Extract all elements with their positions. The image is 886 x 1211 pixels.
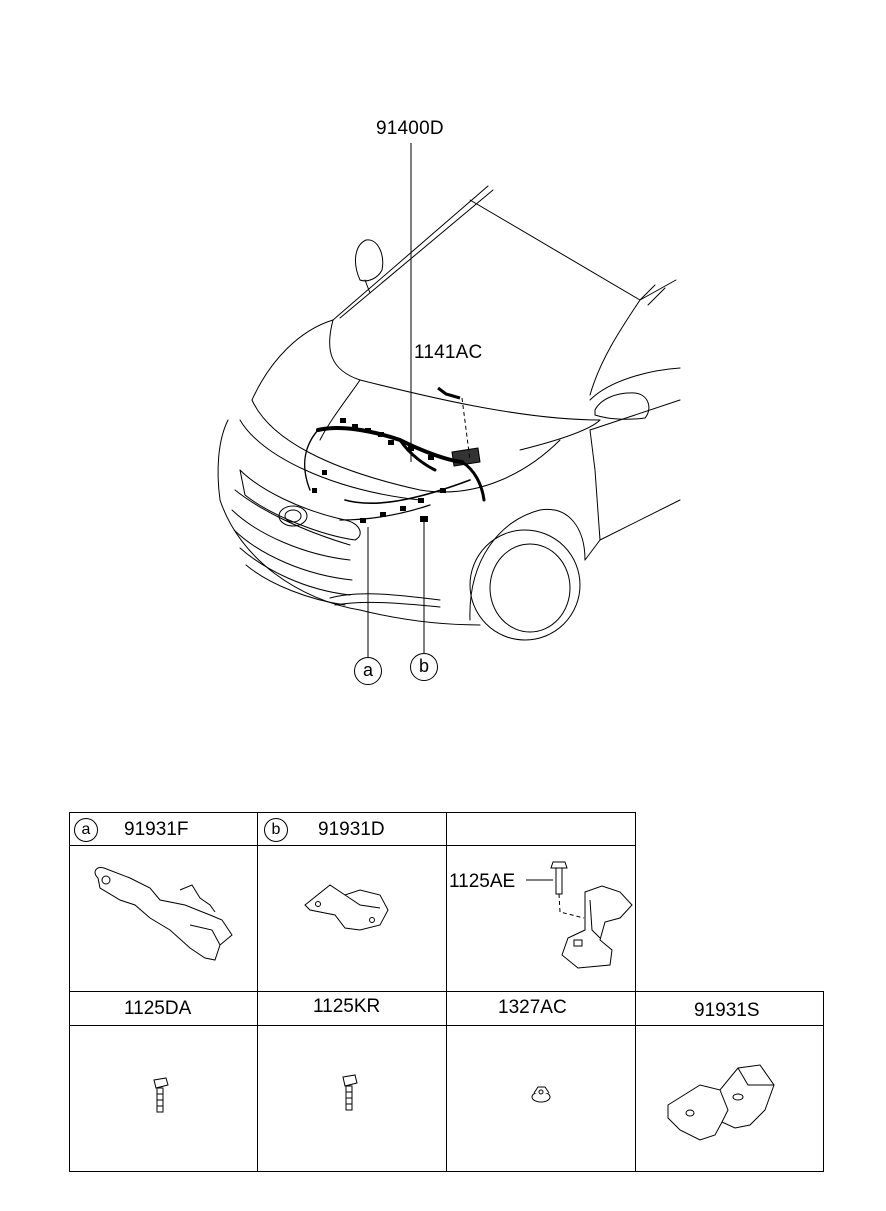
callout-bolt-part-number: 1141AC <box>414 342 483 363</box>
part-91931f-label: 91931F <box>124 819 189 840</box>
bolt-1125kr-drawing <box>342 1074 358 1111</box>
marker-a: a <box>354 657 382 685</box>
part-1125kr-label: 1125KR <box>313 996 381 1017</box>
part-1125da-label: 1125DA <box>124 998 192 1019</box>
part-1327ac-label: 1327AC <box>498 997 567 1018</box>
table-marker-a: a <box>74 818 98 842</box>
clip-91931s-drawing <box>667 1064 775 1141</box>
table-marker-b: b <box>264 818 288 842</box>
callout-harness-part-number: 91400D <box>376 118 444 139</box>
clip-91931d-drawing <box>304 884 389 931</box>
part-1125ae-label: 1125AE <box>449 871 516 892</box>
bolt-bracket-1125ae-drawing <box>526 861 633 969</box>
part-91931s-label: 91931S <box>694 1000 760 1021</box>
marker-b: b <box>410 653 438 681</box>
part-91931d-label: 91931D <box>318 819 385 840</box>
bolt-1125da-drawing <box>153 1077 169 1113</box>
nut-1327ac-drawing <box>531 1086 551 1103</box>
bracket-91931f-drawing <box>94 867 233 961</box>
car-wiring-diagram <box>217 143 681 658</box>
